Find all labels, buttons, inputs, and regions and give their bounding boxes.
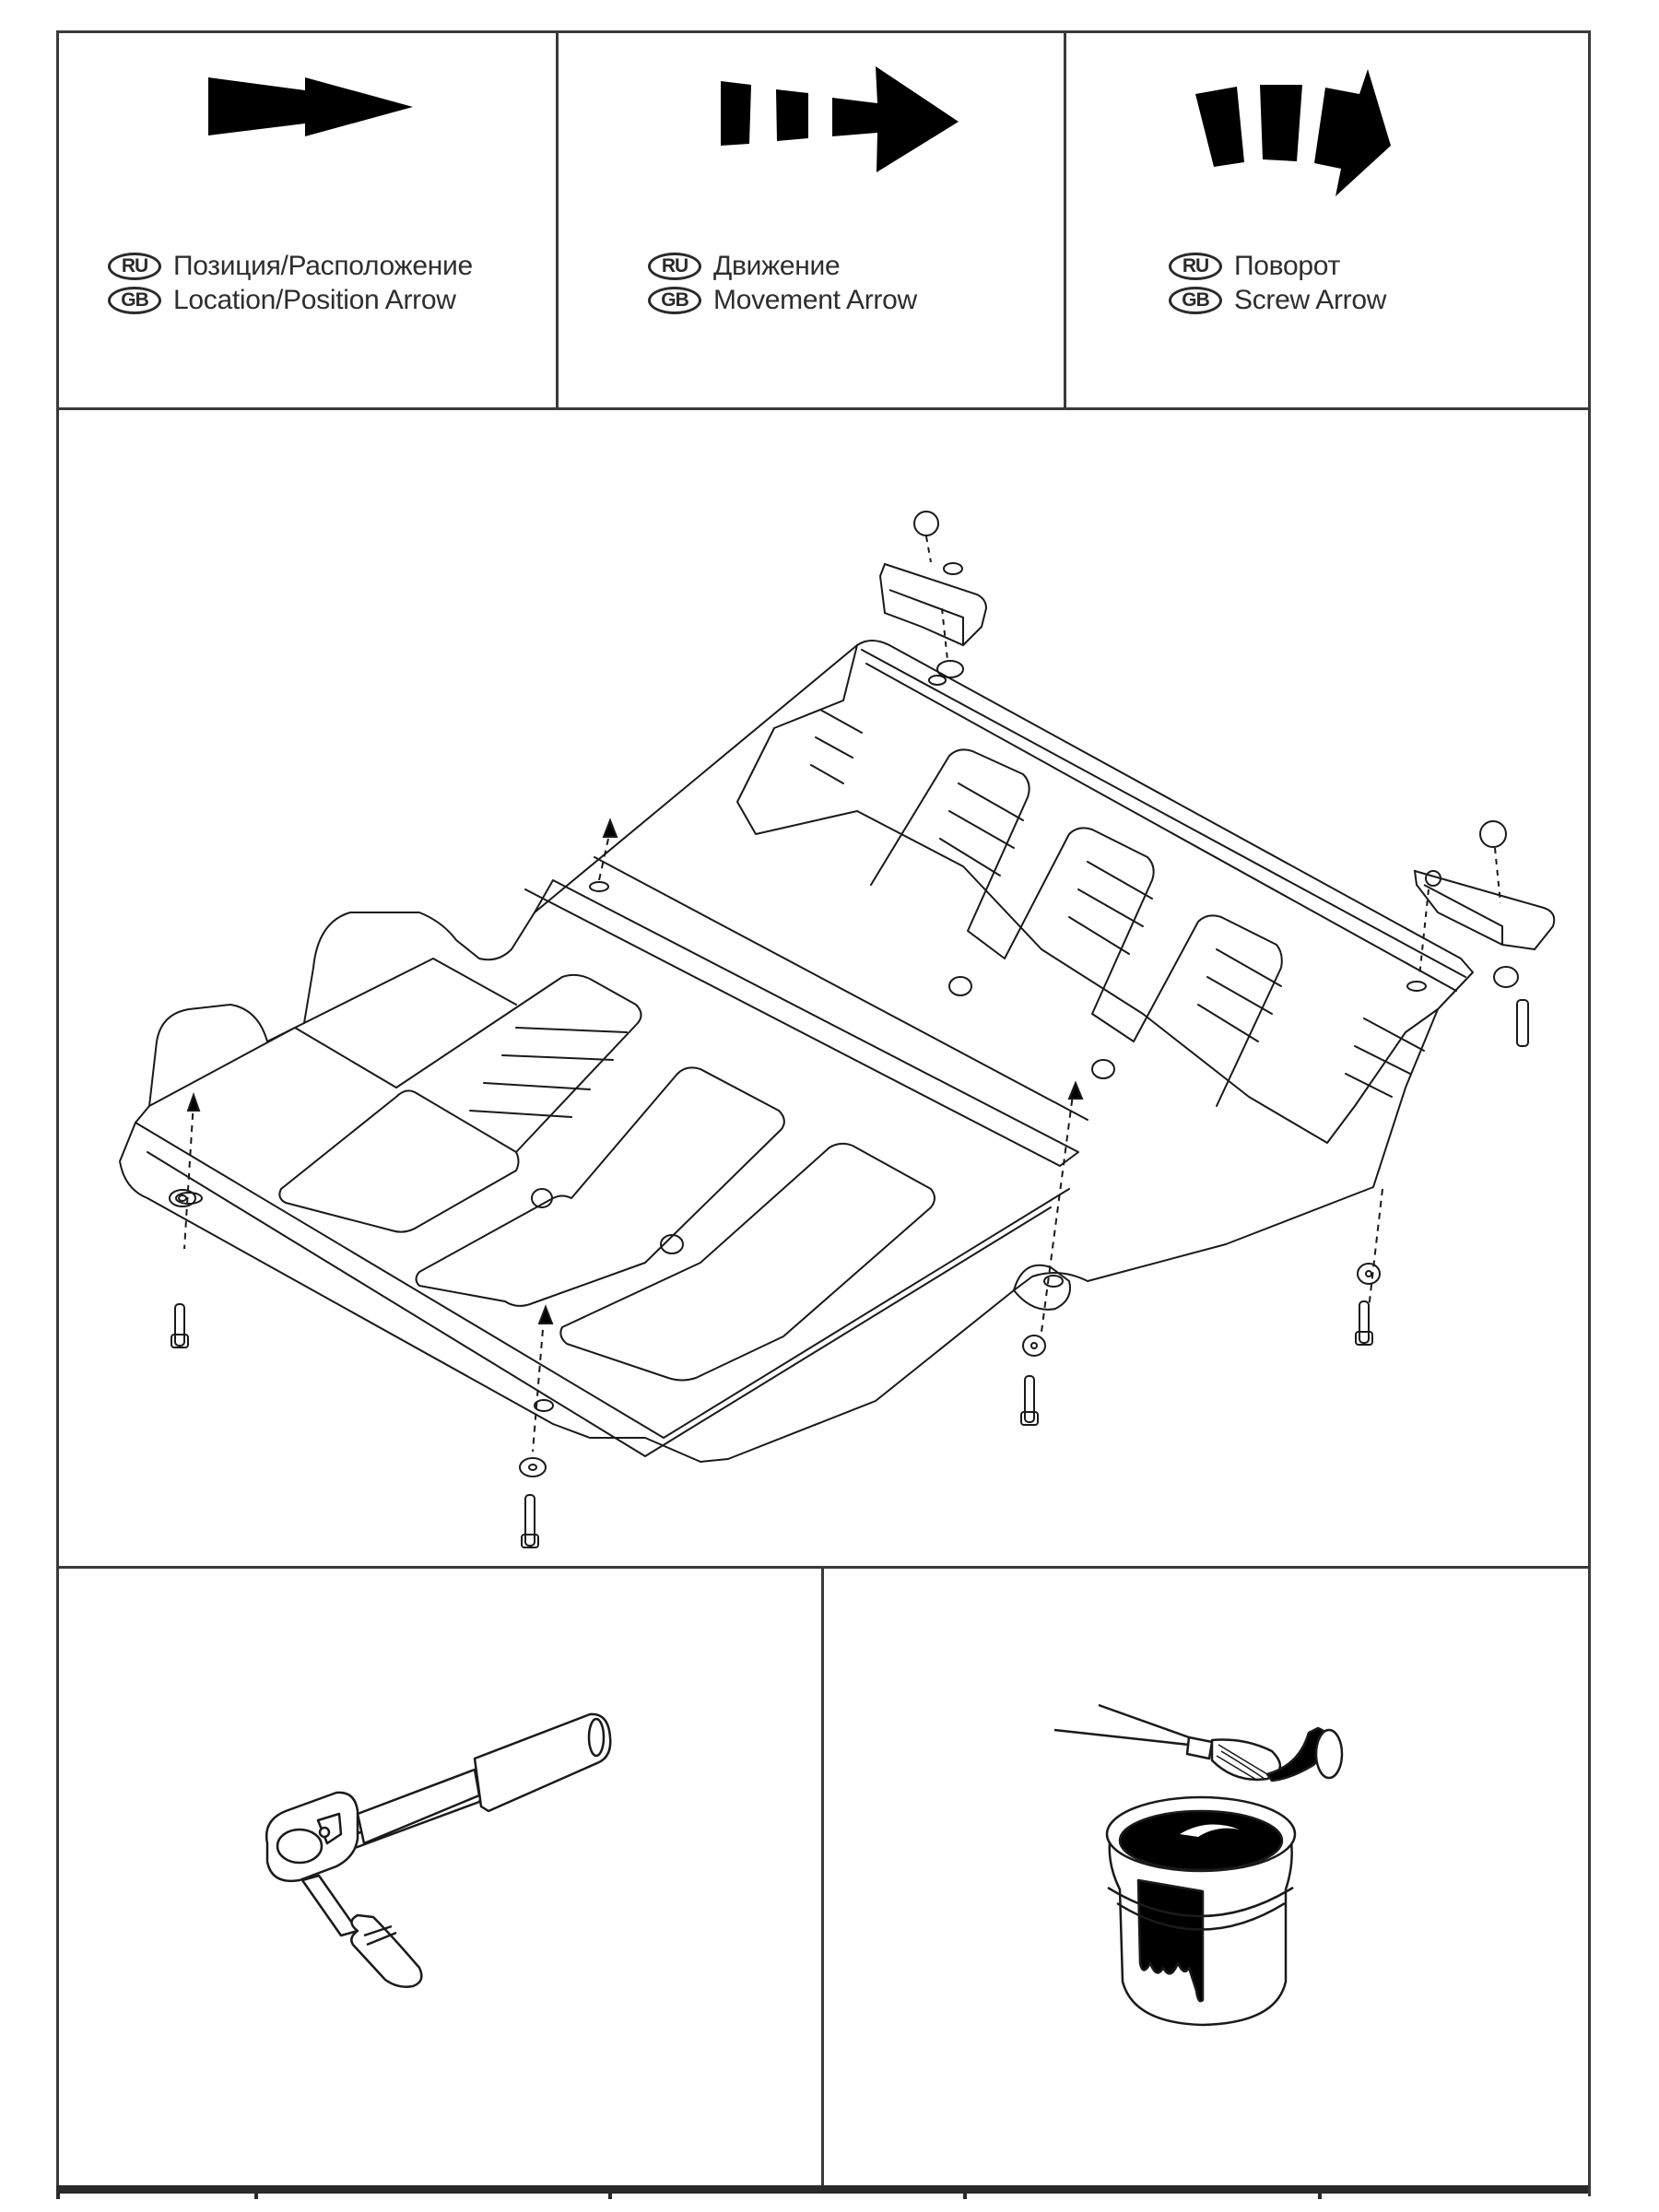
location-arrow-icon	[208, 77, 413, 136]
rear-panel-outline	[736, 644, 1439, 1144]
rear-vent-slots	[810, 709, 1425, 1098]
legend-row-gb: GB Screw Arrow	[1169, 283, 1386, 317]
ratchet-wrench-icon	[265, 1712, 612, 1988]
legend-location: RU Позиция/Расположение GB Location/Posi…	[108, 249, 473, 317]
legend-row-ru: RU Движение	[648, 249, 917, 283]
legend-divider-2	[1064, 30, 1066, 409]
bolt-4	[1355, 1188, 1383, 1346]
bottom-border	[56, 2185, 1588, 2194]
legend-row-ru: RU Поворот	[1169, 249, 1386, 283]
skid-plate-drawing	[119, 640, 1474, 1463]
legend-row-gb: GB Location/Position Arrow	[108, 283, 473, 317]
front-window-3	[559, 1142, 935, 1382]
bolt-1	[169, 1091, 201, 1348]
slot	[175, 1192, 203, 1205]
bottom-tick	[608, 2194, 612, 2199]
bolt-3	[1020, 1080, 1084, 1426]
ru-badge: RU	[108, 252, 161, 280]
legend-row-divider	[56, 407, 1591, 410]
legend-label-gb: Screw Arrow	[1234, 284, 1387, 315]
front-vent-slots	[469, 1027, 628, 1118]
gb-badge: GB	[648, 286, 701, 314]
ru-badge: RU	[1169, 252, 1222, 280]
back-flange	[861, 649, 1466, 992]
bottom-tick	[1318, 2194, 1322, 2199]
gb-badge: GB	[1169, 286, 1222, 314]
legend-label-gb: Location/Position Arrow	[173, 284, 456, 315]
bolt-2	[519, 1304, 554, 1548]
legend-label-ru: Поворот	[1234, 250, 1340, 281]
legend-label-ru: Движение	[713, 250, 841, 281]
bottom-tick	[254, 2194, 258, 2199]
slot	[1043, 1275, 1064, 1288]
movement-arrow-icon	[721, 66, 959, 172]
rear-holes	[948, 976, 1115, 1079]
slot	[534, 1399, 554, 1412]
legend-row-ru: RU Позиция/Расположение	[108, 249, 473, 283]
front-holes	[531, 1188, 684, 1254]
plate-ridge	[524, 856, 1088, 1167]
legend-row-gb: GB Movement Arrow	[648, 283, 917, 317]
plate-front-lip	[135, 1122, 1070, 1457]
fasteners	[169, 818, 1383, 1548]
bottom-tick	[56, 2194, 60, 2199]
screw-arrow-icon	[1195, 69, 1391, 196]
right-tab	[1013, 1264, 1071, 1311]
legend-label-ru: Позиция/Расположение	[173, 250, 473, 281]
page-frame	[56, 30, 1591, 2196]
legend-label-gb: Movement Arrow	[713, 284, 917, 315]
legend-divider-1	[556, 30, 559, 409]
rear-panel-pockets	[870, 748, 1283, 1107]
front-window-1	[278, 1089, 520, 1233]
tools-divider	[821, 1566, 824, 2188]
legend-screw: RU Поворот GB Screw Arrow	[1169, 249, 1386, 317]
front-window-2	[415, 1066, 785, 1307]
gb-badge: GB	[108, 286, 161, 314]
bolt-5-arrow	[589, 818, 618, 892]
bottom-tick	[963, 2194, 967, 2199]
paint-can-brush-icon	[1053, 1703, 1344, 2027]
ru-badge: RU	[648, 252, 701, 280]
bracket-left	[878, 511, 988, 686]
legend-movement: RU Движение GB Movement Arrow	[648, 249, 917, 317]
front-window-1-top	[395, 973, 642, 1153]
plate-front-outline	[119, 640, 1474, 1463]
bracket-right	[1406, 820, 1556, 1047]
plate-left-flaps	[148, 958, 517, 1107]
